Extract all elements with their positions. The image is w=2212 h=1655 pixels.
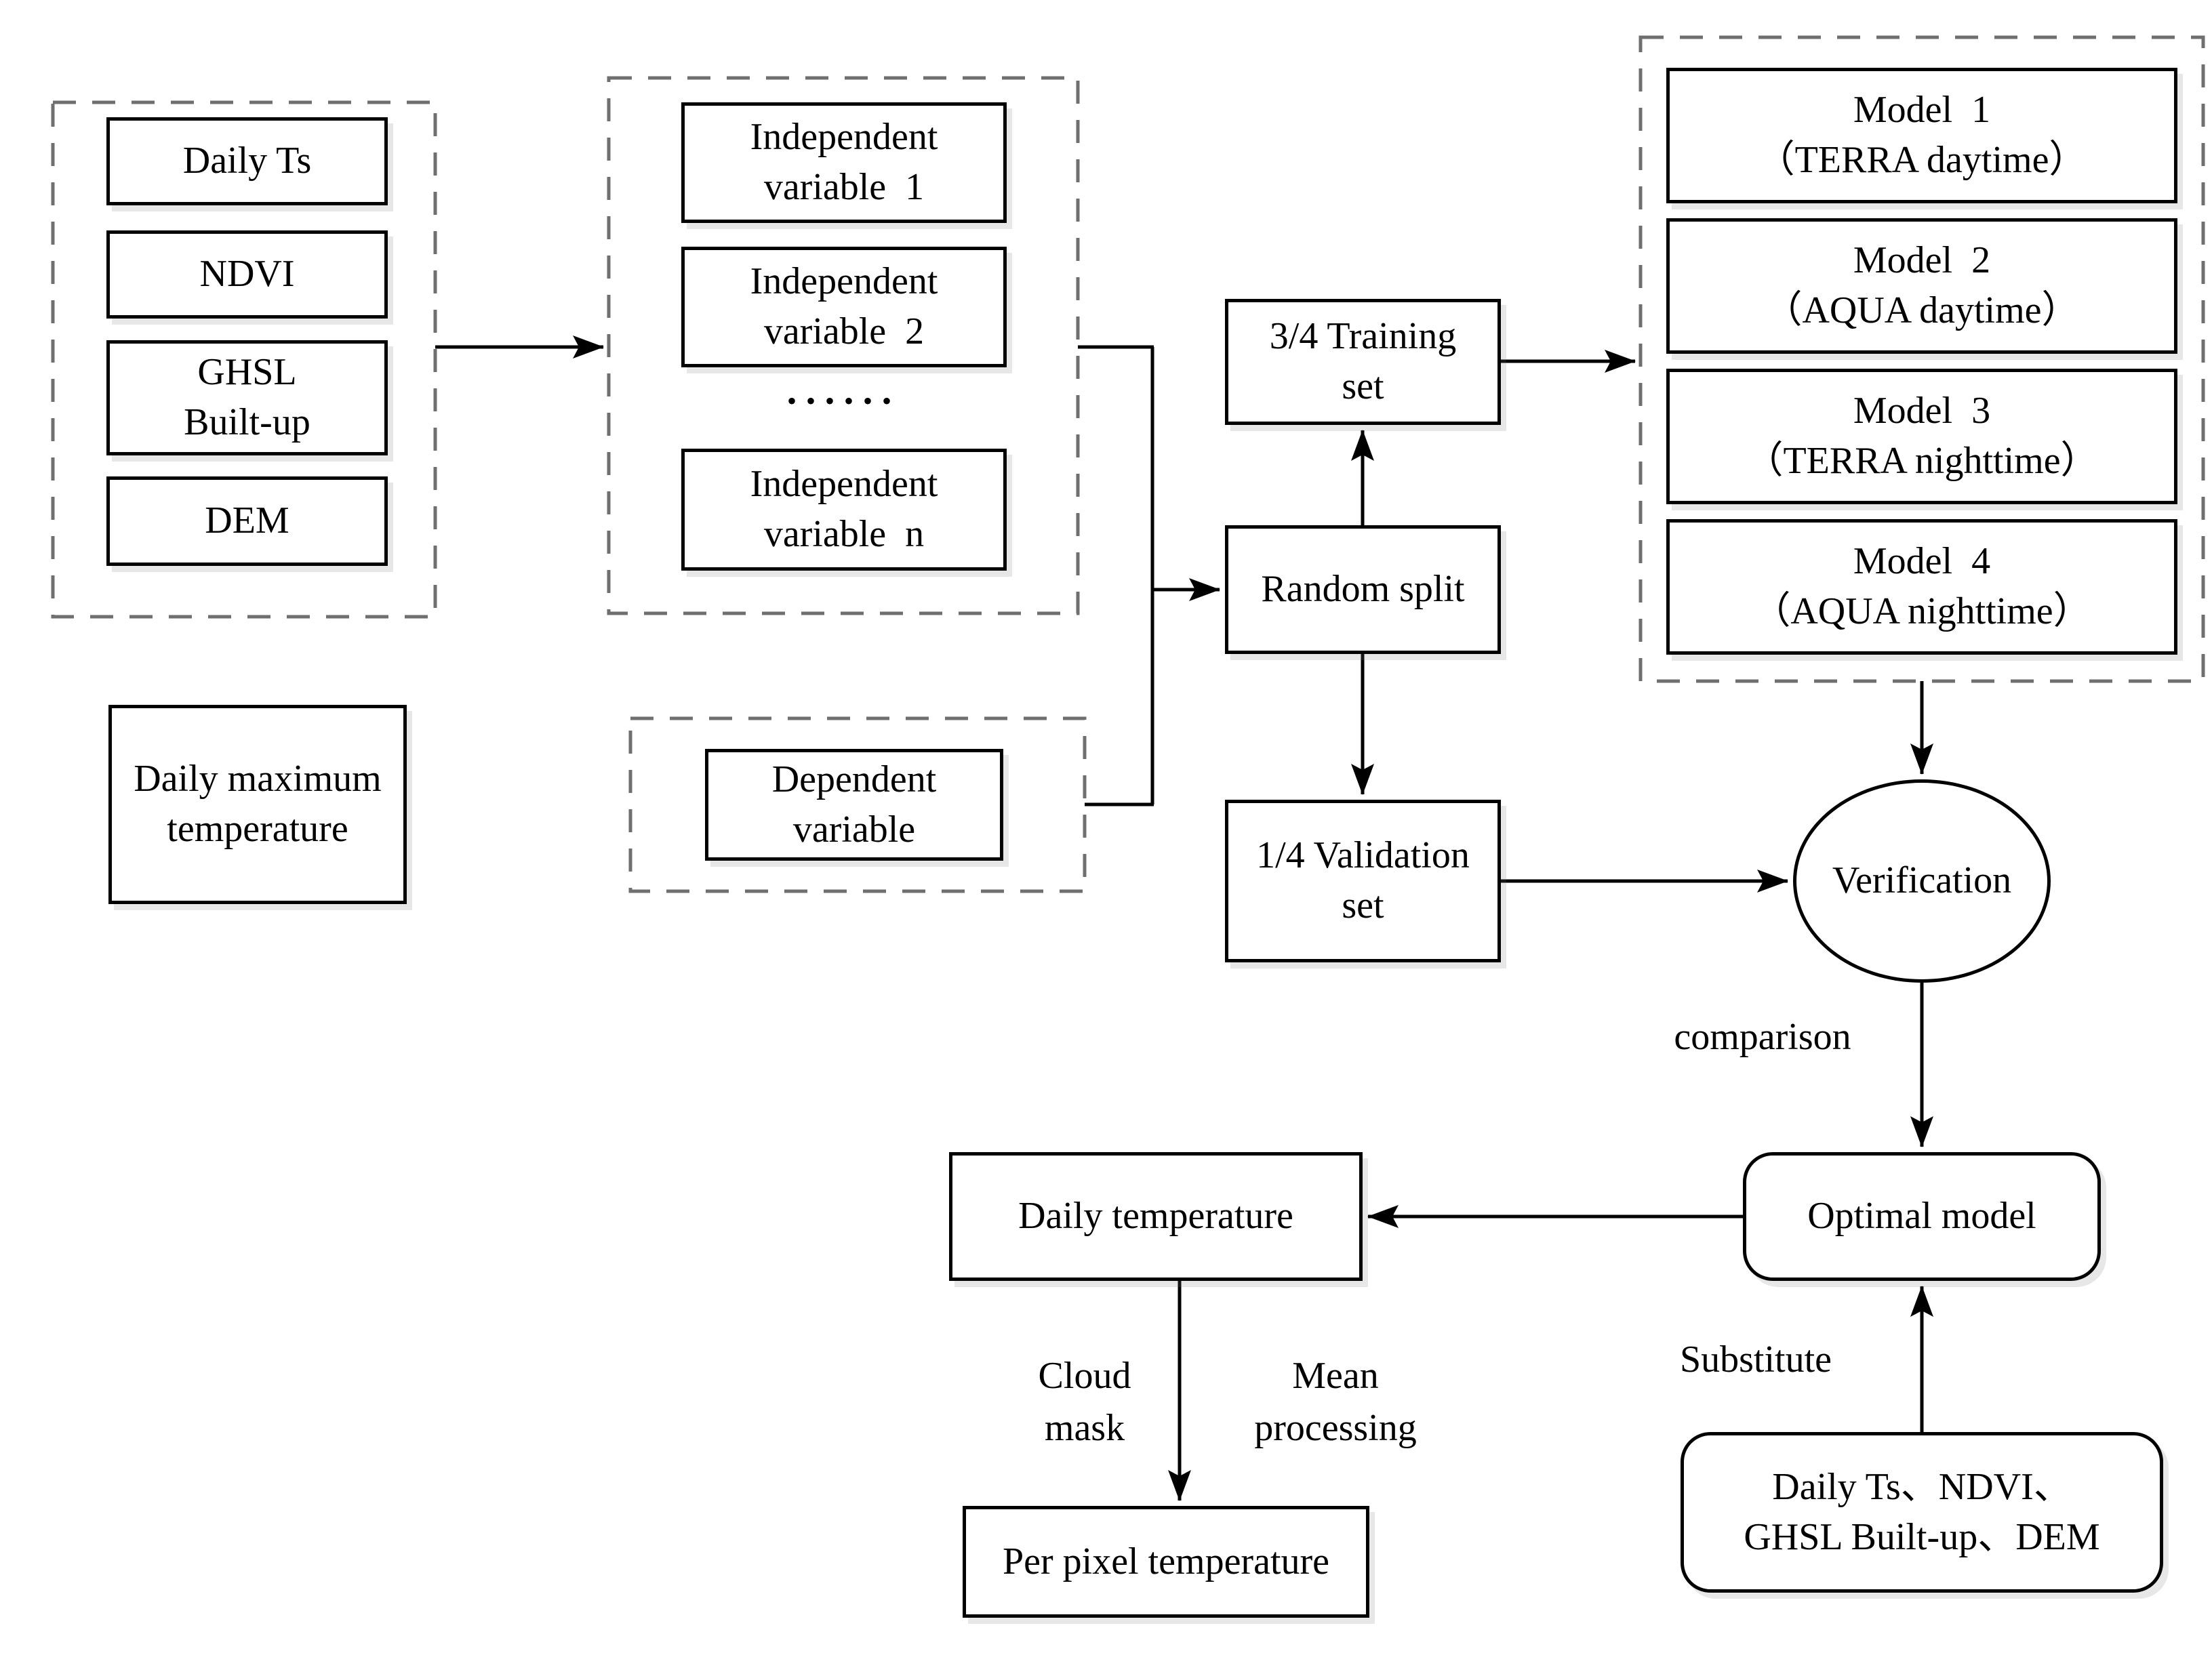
node-model-4: Model 4 （AQUA nighttime） xyxy=(1666,519,2177,655)
node-ghsl-built-up: GHSL Built-up xyxy=(106,340,388,455)
node-random-split: Random split xyxy=(1225,525,1501,654)
node-independent-variable-n: Independent variable n xyxy=(681,449,1007,571)
node-daily-temperature: Daily temperature xyxy=(949,1152,1363,1281)
label-substitute: Substitute xyxy=(1679,1339,1832,1381)
label-comparison: comparison xyxy=(1674,1016,1851,1058)
node-model-2: Model 2 （AQUA daytime） xyxy=(1666,218,2177,354)
node-per-pixel-temperature: Per pixel temperature xyxy=(963,1506,1369,1618)
node-independent-variable-1: Independent variable 1 xyxy=(681,102,1007,223)
node-substitute-inputs: Daily Ts、NDVI、 GHSL Built-up、DEM xyxy=(1681,1432,2163,1593)
node-daily-ts: Daily Ts xyxy=(106,117,388,205)
node-model-1: Model 1 （TERRA daytime） xyxy=(1666,68,2177,203)
node-model-3: Model 3 （TERRA nighttime） xyxy=(1666,369,2177,504)
node-training-set: 3/4 Training set xyxy=(1225,299,1501,425)
node-validation-set: 1/4 Validation set xyxy=(1225,800,1501,962)
node-independent-variable-2: Independent variable 2 xyxy=(681,247,1007,367)
independent-group-frame xyxy=(607,76,1080,615)
node-daily-maximum-temperature: Daily maximum temperature xyxy=(108,705,407,904)
node-dependent-variable: Dependent variable xyxy=(705,749,1003,861)
node-ndvi: NDVI xyxy=(106,230,388,319)
label-mean-processing: Mean processing xyxy=(1254,1355,1417,1450)
node-optimal-model: Optimal model xyxy=(1743,1152,2101,1281)
label-cloud-mask: Cloud mask xyxy=(1038,1355,1131,1450)
node-dem: DEM xyxy=(106,476,388,566)
predictors-group-frame xyxy=(51,100,437,619)
models-group-frame xyxy=(1638,35,2205,683)
node-verification: Verification xyxy=(1793,779,2051,983)
independent-variables-ellipsis: •••••• xyxy=(786,386,902,416)
